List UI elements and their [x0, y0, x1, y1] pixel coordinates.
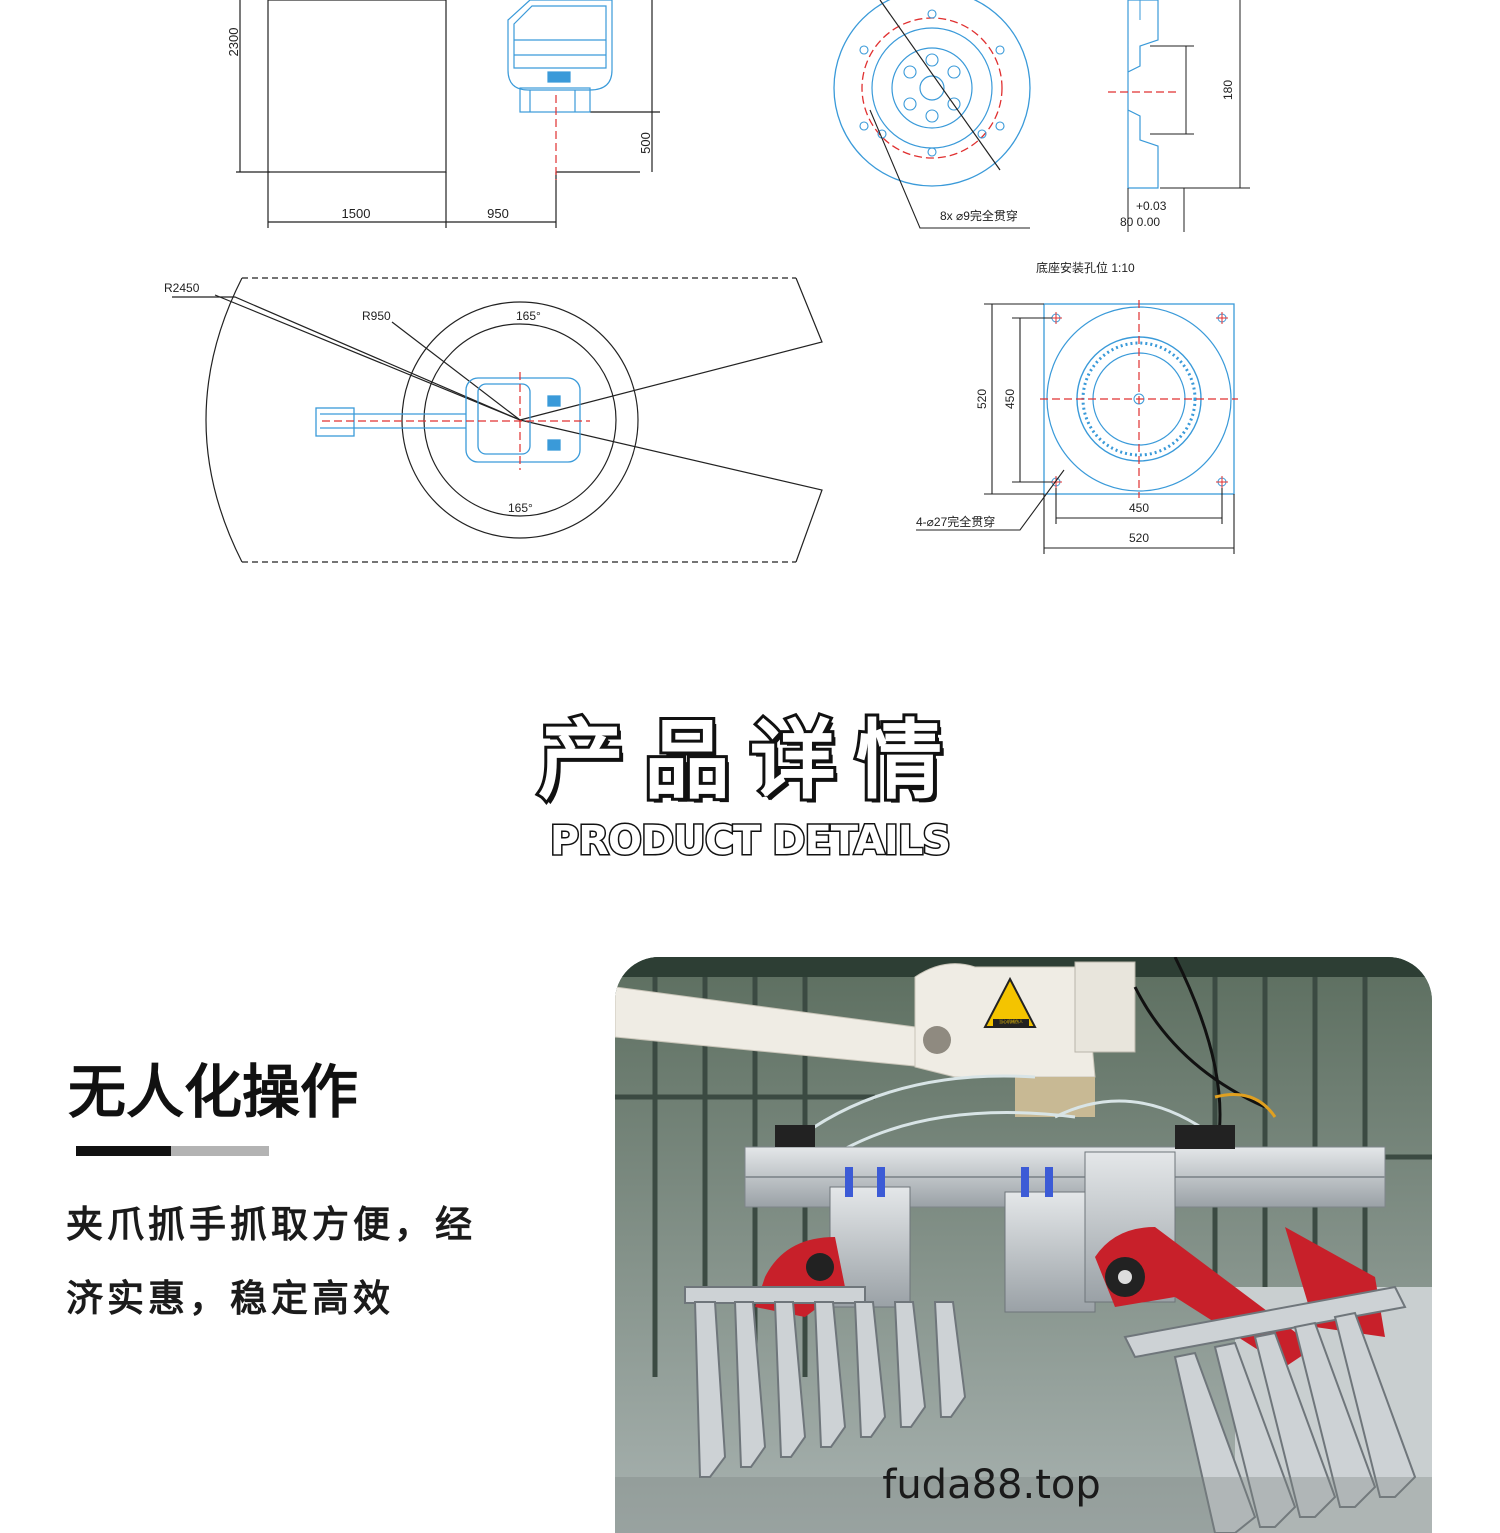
dim-tolerance-plus: +0.03 — [1136, 199, 1167, 213]
dim-h520: 520 — [1129, 531, 1149, 545]
robot-side-view — [507, 0, 613, 113]
dim-r2450: R2450 — [164, 281, 200, 295]
product-photo: 当心机械伤人 — [615, 957, 1432, 1533]
dim-8-holes: 8x ⌀9完全贯穿 — [940, 208, 1018, 223]
dim-v520: 520 — [975, 389, 989, 409]
dim-950: 950 — [487, 206, 509, 221]
feature-description-line-1: 夹爪抓手抓取方便，经 — [66, 1203, 476, 1246]
feature-description-line-2: 济实惠，稳定高效 — [66, 1277, 394, 1320]
feature-title: 无人化操作 — [68, 1058, 359, 1126]
feature-description: 夹爪抓手抓取方便，经 济实惠，稳定高效 — [66, 1188, 586, 1336]
section-title-en: PRODUCT DETAILS — [548, 817, 952, 866]
dim-180: 180 — [1221, 80, 1235, 100]
dim-r950: R950 — [362, 309, 391, 323]
working-range-top-view — [172, 277, 823, 563]
dim-1500: 1500 — [342, 206, 371, 221]
title-underline-light — [171, 1146, 269, 1156]
robot-top-view — [315, 377, 581, 463]
warning-label: 当心机械伤人 — [999, 1018, 1023, 1024]
dim-angle-bottom: 165° — [508, 501, 533, 515]
dim-80: 80 0.00 — [1120, 215, 1160, 229]
technical-drawing: 2300 1500 950 500 8x ⌀9完全贯穿 180 +0. — [164, 0, 1250, 563]
dim-angle-top: 165° — [516, 309, 541, 323]
gripper-illustration: 当心机械伤人 — [615, 957, 1432, 1533]
watermark-text: fuda88.top — [882, 1462, 1101, 1508]
dim-500: 500 — [638, 132, 653, 154]
flange-front-view: 8x ⌀9完全贯穿 — [833, 0, 1031, 229]
dim-4-holes: 4-⌀27完全贯穿 — [916, 514, 995, 529]
flange-section-view: 180 +0.03 80 0.00 — [1108, 0, 1250, 232]
section-title-cn: 产品详情 — [535, 708, 962, 814]
base-mount-view: 底座安装孔位 1:10 520 450 450 — [916, 260, 1238, 554]
base-mount-title: 底座安装孔位 1:10 — [1036, 260, 1135, 275]
title-underline-dark — [76, 1146, 171, 1156]
side-elevation — [236, 0, 660, 228]
dim-h450: 450 — [1129, 501, 1149, 515]
dim-2300: 2300 — [226, 28, 241, 57]
dim-v450: 450 — [1003, 389, 1017, 409]
